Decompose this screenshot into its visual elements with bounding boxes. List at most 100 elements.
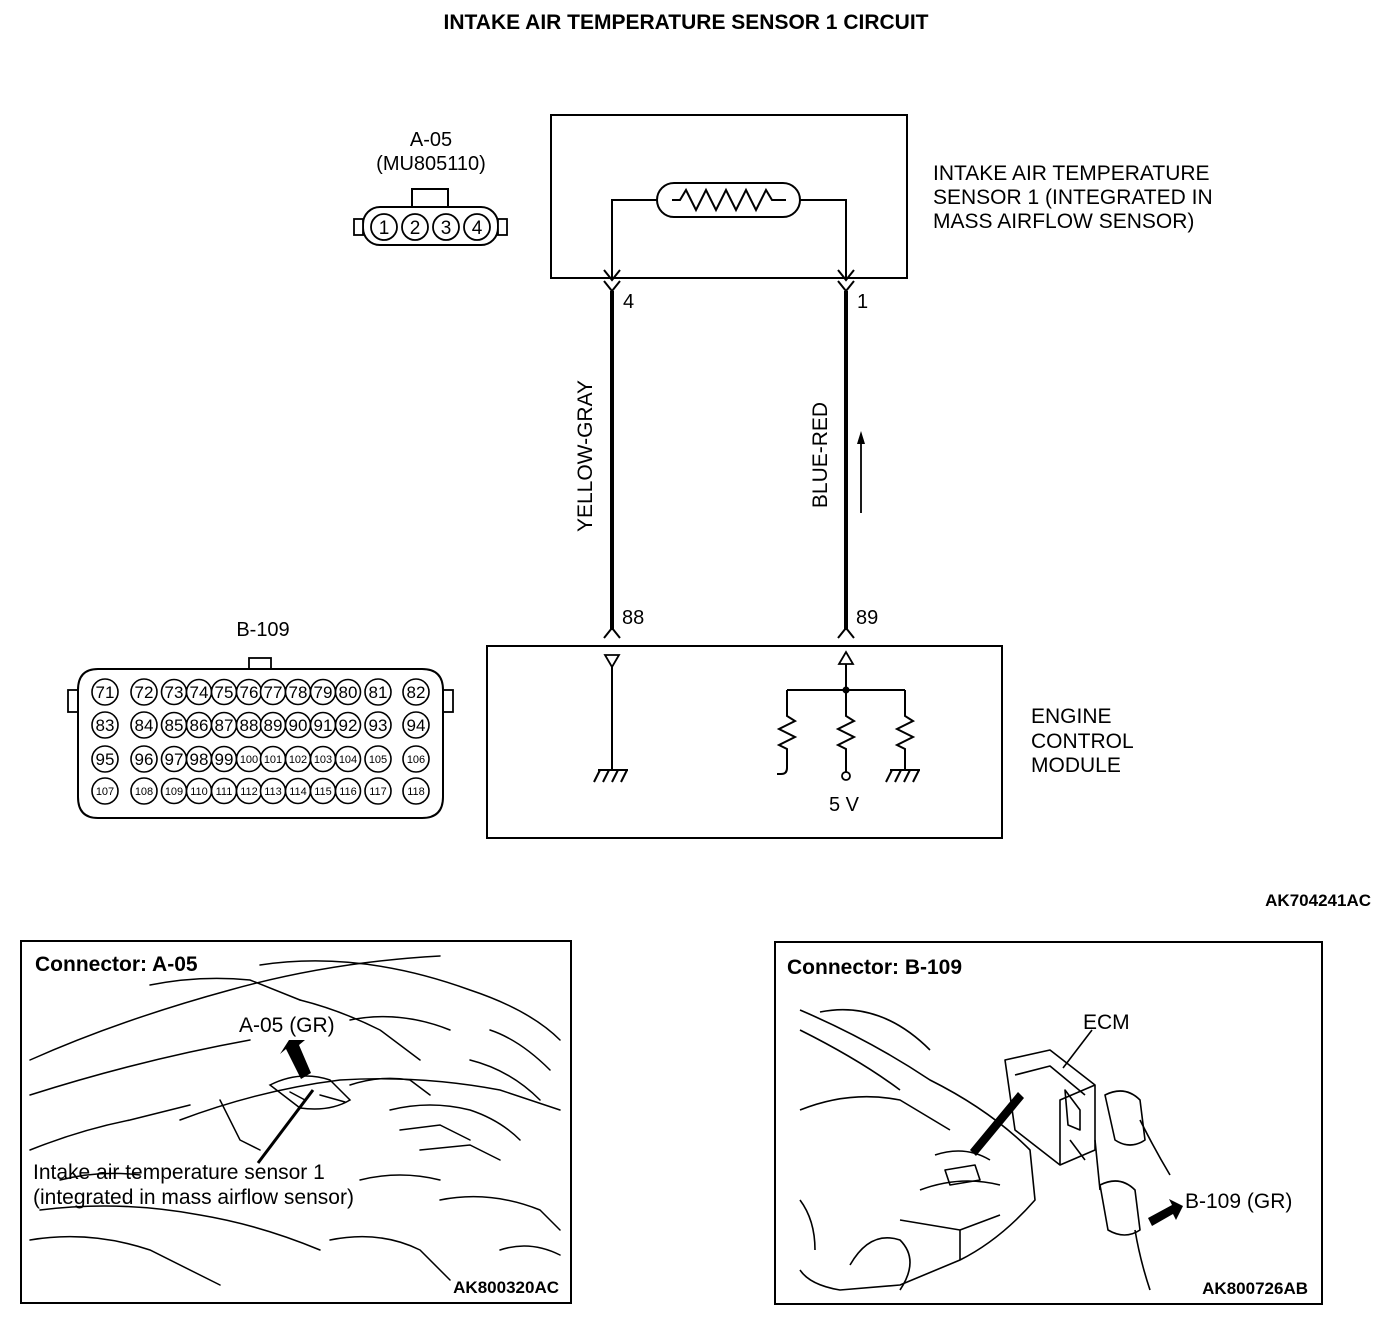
connector-a05-tab-right bbox=[497, 218, 508, 236]
ecm-input-terminal-89 bbox=[837, 650, 855, 665]
figure-code: AK704241AC bbox=[1265, 891, 1371, 910]
connector-b109-pin-label: 81 bbox=[369, 683, 388, 702]
current-flow-arrowhead bbox=[857, 431, 865, 444]
connector-b109-pin-108 bbox=[130, 777, 158, 805]
sensor-label-line-3: MASS AIRFLOW SENSOR) bbox=[933, 210, 1194, 233]
connector-b109-pin-label: 96 bbox=[135, 750, 154, 769]
connector-b109-pin-label: 77 bbox=[264, 683, 283, 702]
connector-a05-pin-label: 4 bbox=[472, 218, 483, 239]
thermistor-resistor-symbol bbox=[672, 187, 786, 213]
ecm-pin-88-label: 88 bbox=[622, 607, 644, 629]
connector-b109-pin-label: 106 bbox=[407, 754, 425, 766]
connector-b109-pin-label: 116 bbox=[339, 786, 357, 798]
sensor-pin-left-arrow bbox=[603, 269, 621, 282]
connector-b109-pin-label: 110 bbox=[190, 786, 208, 798]
panel-a05-frame bbox=[20, 940, 572, 1304]
pin4-fork bbox=[603, 280, 621, 293]
connector-b109-pin-104 bbox=[334, 745, 362, 773]
connector-a05-pin-label: 1 bbox=[379, 218, 390, 239]
connector-b109-pin-label: 112 bbox=[240, 786, 258, 798]
connector-b109-pin-107 bbox=[91, 777, 119, 805]
pin88-fork bbox=[603, 626, 621, 639]
ecm-location-leader bbox=[970, 1092, 1024, 1156]
panel-b109-frame bbox=[774, 941, 1323, 1305]
panel-b109-ecm-label: ECM bbox=[1083, 1011, 1130, 1034]
connector-b109-pin-label: 89 bbox=[264, 716, 283, 735]
connector-b109-pin-117 bbox=[364, 777, 392, 805]
connector-a05-pin-label: 3 bbox=[441, 218, 452, 239]
connector-b109-pin-label: 94 bbox=[407, 716, 426, 735]
connector-b109-pin-label: 92 bbox=[339, 716, 358, 735]
connector-a05-part-number: (MU805110) bbox=[376, 153, 486, 175]
connector-b109-pin-label: 100 bbox=[240, 754, 258, 766]
connector-b109-pin-label: 72 bbox=[135, 683, 154, 702]
panel-a05-caption-line-2: (integrated in mass airflow sensor) bbox=[33, 1186, 354, 1209]
connector-b109-pin-116 bbox=[334, 777, 362, 805]
pin89-fork bbox=[837, 626, 855, 639]
ecm-label-line-1: ENGINE bbox=[1031, 705, 1112, 728]
connector-a05-pin-4 bbox=[463, 213, 491, 241]
connector-b109-tab-right bbox=[442, 689, 454, 713]
connector-b109-pin-label: 95 bbox=[96, 750, 115, 769]
sensor-outline bbox=[550, 114, 908, 279]
ecm-5v-terminal bbox=[841, 771, 851, 781]
sensor-pin-right-arrow bbox=[837, 269, 855, 282]
vehicle-illustration bbox=[799, 1008, 1036, 1291]
sensor-label-line-1: INTAKE AIR TEMPERATURE bbox=[933, 162, 1210, 185]
ecm-label-leader bbox=[1062, 1029, 1093, 1069]
connector-b109-pin-label: 108 bbox=[135, 786, 153, 798]
sensor-box: INTAKE AIR TEMPERATURE SENSOR 1 (INTEGRA… bbox=[550, 114, 1213, 282]
diagram-title: INTAKE AIR TEMPERATURE SENSOR 1 CIRCUIT bbox=[444, 11, 929, 34]
connector-a05-pin-2 bbox=[401, 213, 429, 241]
panel-a05-title: Connector: A-05 bbox=[35, 953, 198, 976]
connector-b109-pin-label: 82 bbox=[407, 683, 426, 702]
sensor-wire-left bbox=[611, 199, 657, 278]
wire-color-yellow-gray: YELLOW-GRAY bbox=[574, 380, 597, 532]
panel-a05-callout: A-05 (GR) bbox=[239, 1014, 335, 1037]
connector-a05-id: A-05 bbox=[410, 129, 452, 151]
connector-b109-pin-label: 117 bbox=[369, 786, 387, 798]
connector-b109-pin-93 bbox=[364, 711, 392, 739]
ecm-resistor-right bbox=[894, 690, 916, 770]
connector-b109-pin-label: 87 bbox=[215, 716, 234, 735]
connector-b109-pin-92 bbox=[334, 711, 362, 739]
connector-b109-pin-71 bbox=[91, 678, 119, 706]
ecm-label-line-3: MODULE bbox=[1031, 754, 1121, 777]
connector-b109-pin-118 bbox=[402, 777, 430, 805]
connector-b109-pin-label: 104 bbox=[339, 754, 357, 766]
connector-a05-tab-left bbox=[353, 218, 364, 236]
connector-b109-pin-label: 85 bbox=[165, 716, 184, 735]
ecm-supply-voltage: 5 V bbox=[829, 794, 860, 816]
connector-b109-pin-106 bbox=[402, 745, 430, 773]
engine-bay-illustration bbox=[29, 955, 561, 1286]
panel-a05-code: AK800320AC bbox=[453, 1278, 559, 1297]
ecm-input-terminal-88 bbox=[603, 654, 621, 669]
connector-a05-pin-1 bbox=[370, 213, 398, 241]
connector-b109-pin-label: 84 bbox=[135, 716, 154, 735]
connector-b109-pin-81 bbox=[364, 678, 392, 706]
a05-callout-arrow bbox=[280, 1040, 311, 1079]
connector-b109-pin-label: 98 bbox=[190, 750, 209, 769]
connector-b109-pin-label: 102 bbox=[289, 754, 307, 766]
connector-b109-pin-84 bbox=[130, 711, 158, 739]
wire-color-blue-red: BLUE-RED bbox=[809, 402, 832, 508]
connector-b109-pin-label: 105 bbox=[369, 754, 387, 766]
connector-b109-pin-label: 97 bbox=[165, 750, 184, 769]
connector-b109-pin-label: 83 bbox=[96, 716, 115, 735]
connector-b109-pin-label: 74 bbox=[190, 683, 209, 702]
connector-b109-pin-label: 86 bbox=[190, 716, 209, 735]
sensor-pin-4-label: 4 bbox=[623, 291, 634, 313]
panel-b109-title: Connector: B-109 bbox=[787, 956, 962, 979]
connector-b109-pin-label: 99 bbox=[215, 750, 234, 769]
ecm-outline bbox=[486, 645, 1003, 839]
connector-b109-pin-label: 91 bbox=[314, 716, 333, 735]
connector-b109-pin-label: 75 bbox=[215, 683, 234, 702]
connector-b109-pin-label: 113 bbox=[264, 786, 282, 798]
connector-b109-pin-105 bbox=[364, 745, 392, 773]
connector-b109-pin-95 bbox=[91, 745, 119, 773]
connector-a05-pin-label: 2 bbox=[410, 218, 421, 239]
connector-b109-pin-label: 80 bbox=[339, 683, 358, 702]
a05-leader-line bbox=[256, 1089, 315, 1164]
